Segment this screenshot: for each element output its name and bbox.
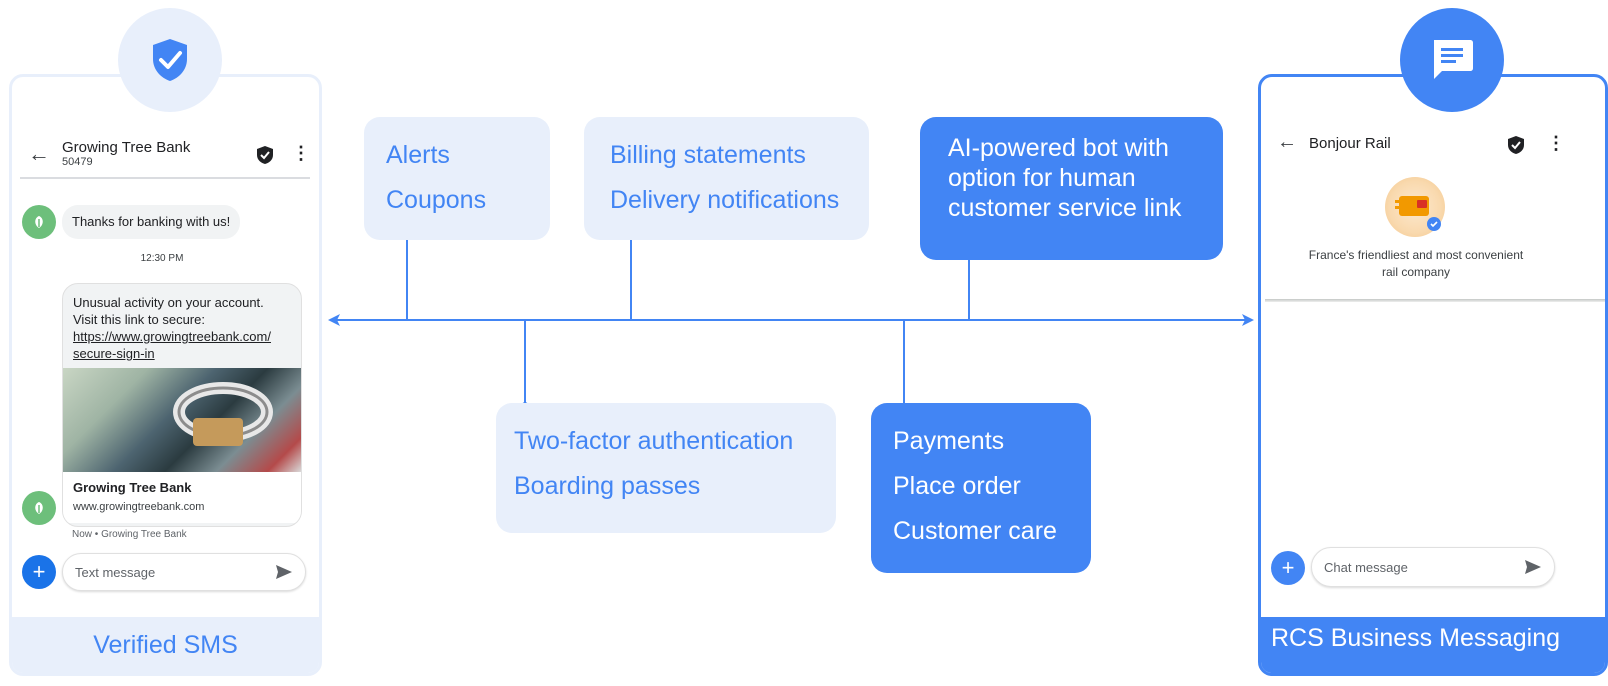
plus-icon: + [32, 559, 46, 584]
message-meta: Now • Growing Tree Bank [72, 529, 187, 540]
leaf-icon [35, 502, 43, 514]
verified-sms-caption: Verified SMS [12, 617, 319, 673]
box-billing-delivery: Billing statements Delivery notification… [584, 117, 869, 240]
box-ai-bot: AI-powered bot with option for human cus… [920, 117, 1223, 260]
padlock-image [173, 382, 273, 446]
alert-text: Unusual activity on your account. Visit … [63, 284, 301, 368]
alert-rich-card[interactable]: Unusual activity on your account. Visit … [62, 283, 302, 527]
verified-check-icon [1427, 217, 1441, 231]
use-case-item: Delivery notifications [610, 186, 840, 214]
axis-left-arrow-icon [328, 314, 340, 326]
use-case-item: Customer care [893, 517, 1057, 545]
text-message-input[interactable]: Text message [62, 553, 306, 591]
rcs-badge [1400, 8, 1504, 112]
spectrum-axis [336, 319, 1246, 321]
connector-two-factor [524, 320, 526, 406]
connector-payments [903, 320, 905, 406]
use-case-item: option for human [948, 164, 1136, 192]
plus-icon: + [1281, 555, 1295, 580]
card-footer: Growing Tree Bank www.growingtreebank.co… [63, 472, 301, 523]
use-case-item: Boarding passes [514, 472, 701, 500]
card-title: Growing Tree Bank [73, 480, 192, 495]
sms-sender-number: 50479 [62, 156, 93, 168]
send-icon[interactable] [275, 564, 293, 580]
use-case-item: Billing statements [610, 141, 806, 169]
verified-sms-phone: ← Growing Tree Bank 50479 ⋮ Thanks for b… [9, 74, 322, 676]
rail-description: France's friendliest and most convenient… [1261, 247, 1571, 281]
box-payments-order-care: Payments Place order Customer care [871, 403, 1091, 573]
more-options-icon[interactable]: ⋮ [292, 143, 310, 163]
connector-billing [630, 236, 632, 320]
box-alerts-coupons: Alerts Coupons [364, 117, 550, 240]
rail-description-line-2: rail company [1381, 265, 1451, 279]
chat-message-input[interactable]: Chat message [1311, 547, 1555, 587]
bank-avatar-2 [22, 491, 56, 525]
more-options-icon[interactable]: ⋮ [1547, 133, 1565, 153]
back-arrow-icon[interactable]: ← [28, 141, 50, 166]
greeting-message: Thanks for banking with us! [62, 205, 241, 239]
use-case-item: Place order [893, 472, 1021, 500]
verified-badge [118, 8, 222, 112]
send-icon[interactable] [1524, 559, 1542, 575]
box-two-factor-boarding: Two-factor authentication Boarding passe… [496, 403, 836, 533]
rcs-business-name: Bonjour Rail [1309, 135, 1391, 152]
message-timestamp: 12:30 PM [140, 253, 184, 264]
card-url[interactable]: www.growingtreebank.com [73, 501, 205, 513]
use-case-item: AI-powered bot with [948, 134, 1169, 162]
verified-shield-icon [153, 39, 187, 81]
alert-line-2: Visit this link to secure: [73, 312, 205, 327]
chat-bubble-icon [1434, 40, 1473, 79]
add-attachment-button[interactable]: + [1271, 551, 1305, 585]
card-image [63, 368, 301, 472]
rail-ticket-icon [1395, 196, 1429, 216]
secure-link-line-2[interactable]: secure-sign-in [73, 346, 155, 361]
alert-line-1: Unusual activity on your account. [73, 295, 264, 310]
sms-appbar-title-block: Growing Tree Bank 50479 [62, 139, 190, 168]
appbar-divider [20, 177, 310, 179]
rcs-caption: RCS Business Messaging [1261, 617, 1605, 673]
bank-avatar [22, 205, 56, 239]
shield-check-icon [1508, 136, 1524, 154]
back-arrow-icon[interactable]: ← [1277, 131, 1297, 153]
secure-link-line-1[interactable]: https://www.growingtreebank.com/ [73, 329, 271, 344]
header-divider [1265, 299, 1605, 302]
rail-description-line-1: France's friendliest and most convenient [1308, 248, 1524, 262]
rail-logo [1385, 177, 1445, 237]
axis-right-arrow-icon [1242, 314, 1254, 326]
sms-sender-name: Growing Tree Bank [62, 139, 191, 156]
chat-message-placeholder: Chat message [1324, 559, 1408, 575]
rcs-phone: ← Bonjour Rail ⋮ France's friendliest an… [1258, 74, 1608, 676]
use-case-item: Two-factor authentication [514, 427, 794, 455]
use-case-item: Alerts [386, 141, 450, 169]
add-attachment-button[interactable]: + [22, 555, 56, 589]
use-case-item: Payments [893, 427, 1005, 455]
leaf-icon [35, 216, 43, 228]
connector-ai-bot [968, 258, 970, 320]
use-case-item: customer service link [948, 194, 1182, 222]
connector-alerts [406, 236, 408, 320]
use-case-item: Coupons [386, 186, 487, 214]
shield-check-icon [257, 146, 273, 164]
text-message-placeholder: Text message [75, 564, 156, 580]
